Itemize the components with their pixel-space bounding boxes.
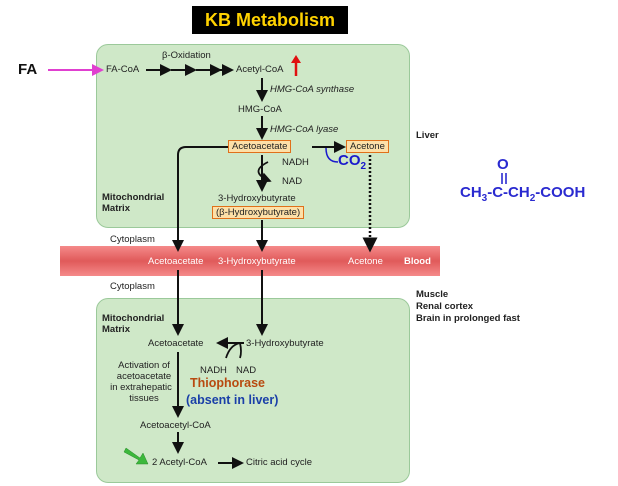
hydroxybutyrate-label: 3-Hydroxybutyrate [218, 193, 296, 204]
extra-mito-matrix-line1: Mitochondrial [102, 313, 165, 324]
hmg-coa-lyase-label: HMG-CoA lyase [270, 124, 339, 135]
co2-subscript: 2 [360, 161, 367, 172]
thiophorase-label: Thiophorase [190, 376, 266, 390]
extrahepatic-mitochondria-panel [96, 298, 410, 483]
extra-acetoacetate-label: Acetoacetate [148, 338, 204, 349]
acetoacetic-acid-formula: CH3-C-CH2-COOH [460, 184, 585, 204]
acetone-box: Acetone [346, 140, 389, 153]
acetoacetyl-coa-label: Acetoacetyl-CoA [140, 420, 211, 431]
blood-acetoacetate-label: Acetoacetate [148, 256, 204, 267]
acetyl-coa-label: Acetyl-CoA [236, 64, 284, 75]
beta-hydroxybutyrate-box: (β-Hydroxybutyrate) [212, 206, 305, 219]
liver-nad-label: NAD [282, 176, 303, 187]
extra-nadh-label: NADH [200, 365, 227, 376]
blood-acetone-label: Acetone [348, 256, 383, 267]
co2-release-curve [325, 147, 339, 163]
tissue-muscle: Muscle [416, 289, 449, 300]
nadh-nad-curve [257, 161, 272, 183]
co2-label: CO2 [338, 152, 366, 172]
liver-mito-matrix-line1: Mitochondrial [102, 192, 165, 203]
co2-text: CO [338, 152, 361, 169]
acetoacetate-box: Acetoacetate [228, 140, 292, 153]
two-acetyl-coa-label: 2 Acetyl-CoA [152, 457, 207, 468]
extra-mito-matrix-line2: Matrix [102, 324, 130, 335]
citric-acid-cycle-label: Citric acid cycle [246, 457, 312, 468]
absent-in-liver-label: (absent in liver) [186, 393, 279, 407]
formula-sub-2: 2 [529, 193, 536, 204]
cytoplasm-bottom-label: Cytoplasm [110, 281, 155, 292]
blood-label: Blood [404, 256, 431, 267]
liver-mito-matrix-line2: Matrix [102, 203, 130, 214]
activation-text-3: in extrahepatic [110, 382, 172, 393]
tissue-renal-cortex: Renal cortex [416, 301, 474, 312]
formula-ch: CH [460, 184, 482, 201]
extrahepatic-nadh-nad-curve [225, 342, 242, 359]
liver-mitochondria-panel [96, 44, 410, 228]
hmg-coa-label: HMG-CoA [238, 104, 282, 115]
fa-coa-label: FA-CoA [106, 64, 140, 75]
tissue-brain: Brain in prolonged fast [416, 313, 520, 324]
fa-label: FA [18, 61, 38, 78]
extra-nad-label: NAD [236, 365, 257, 376]
page-title: KB Metabolism [192, 6, 348, 34]
extra-hydroxybutyrate-label: 3-Hydroxybutyrate [246, 338, 324, 349]
liver-nadh-label: NADH [282, 157, 309, 168]
beta-oxidation-label: β-Oxidation [162, 50, 211, 61]
liver-label: Liver [416, 130, 439, 141]
green-highlight-arrow [123, 447, 149, 465]
cytoplasm-top-label: Cytoplasm [110, 234, 155, 245]
activation-text-2: acetoacetate [116, 371, 172, 382]
blood-hydroxybutyrate-label: 3-Hydroxybutyrate [218, 256, 296, 267]
formula-c-ch: -C-CH [487, 184, 530, 201]
activation-text-4: tissues [129, 393, 159, 404]
formula-sub-3: 3 [481, 193, 488, 204]
activation-text-1: Activation of [118, 360, 170, 371]
formula-cooh: -COOH [535, 184, 586, 201]
structure-oxygen: O [497, 156, 509, 173]
acetoacetate-export-line [172, 146, 228, 252]
hmg-coa-synthase-label: HMG-CoA synthase [270, 84, 355, 95]
